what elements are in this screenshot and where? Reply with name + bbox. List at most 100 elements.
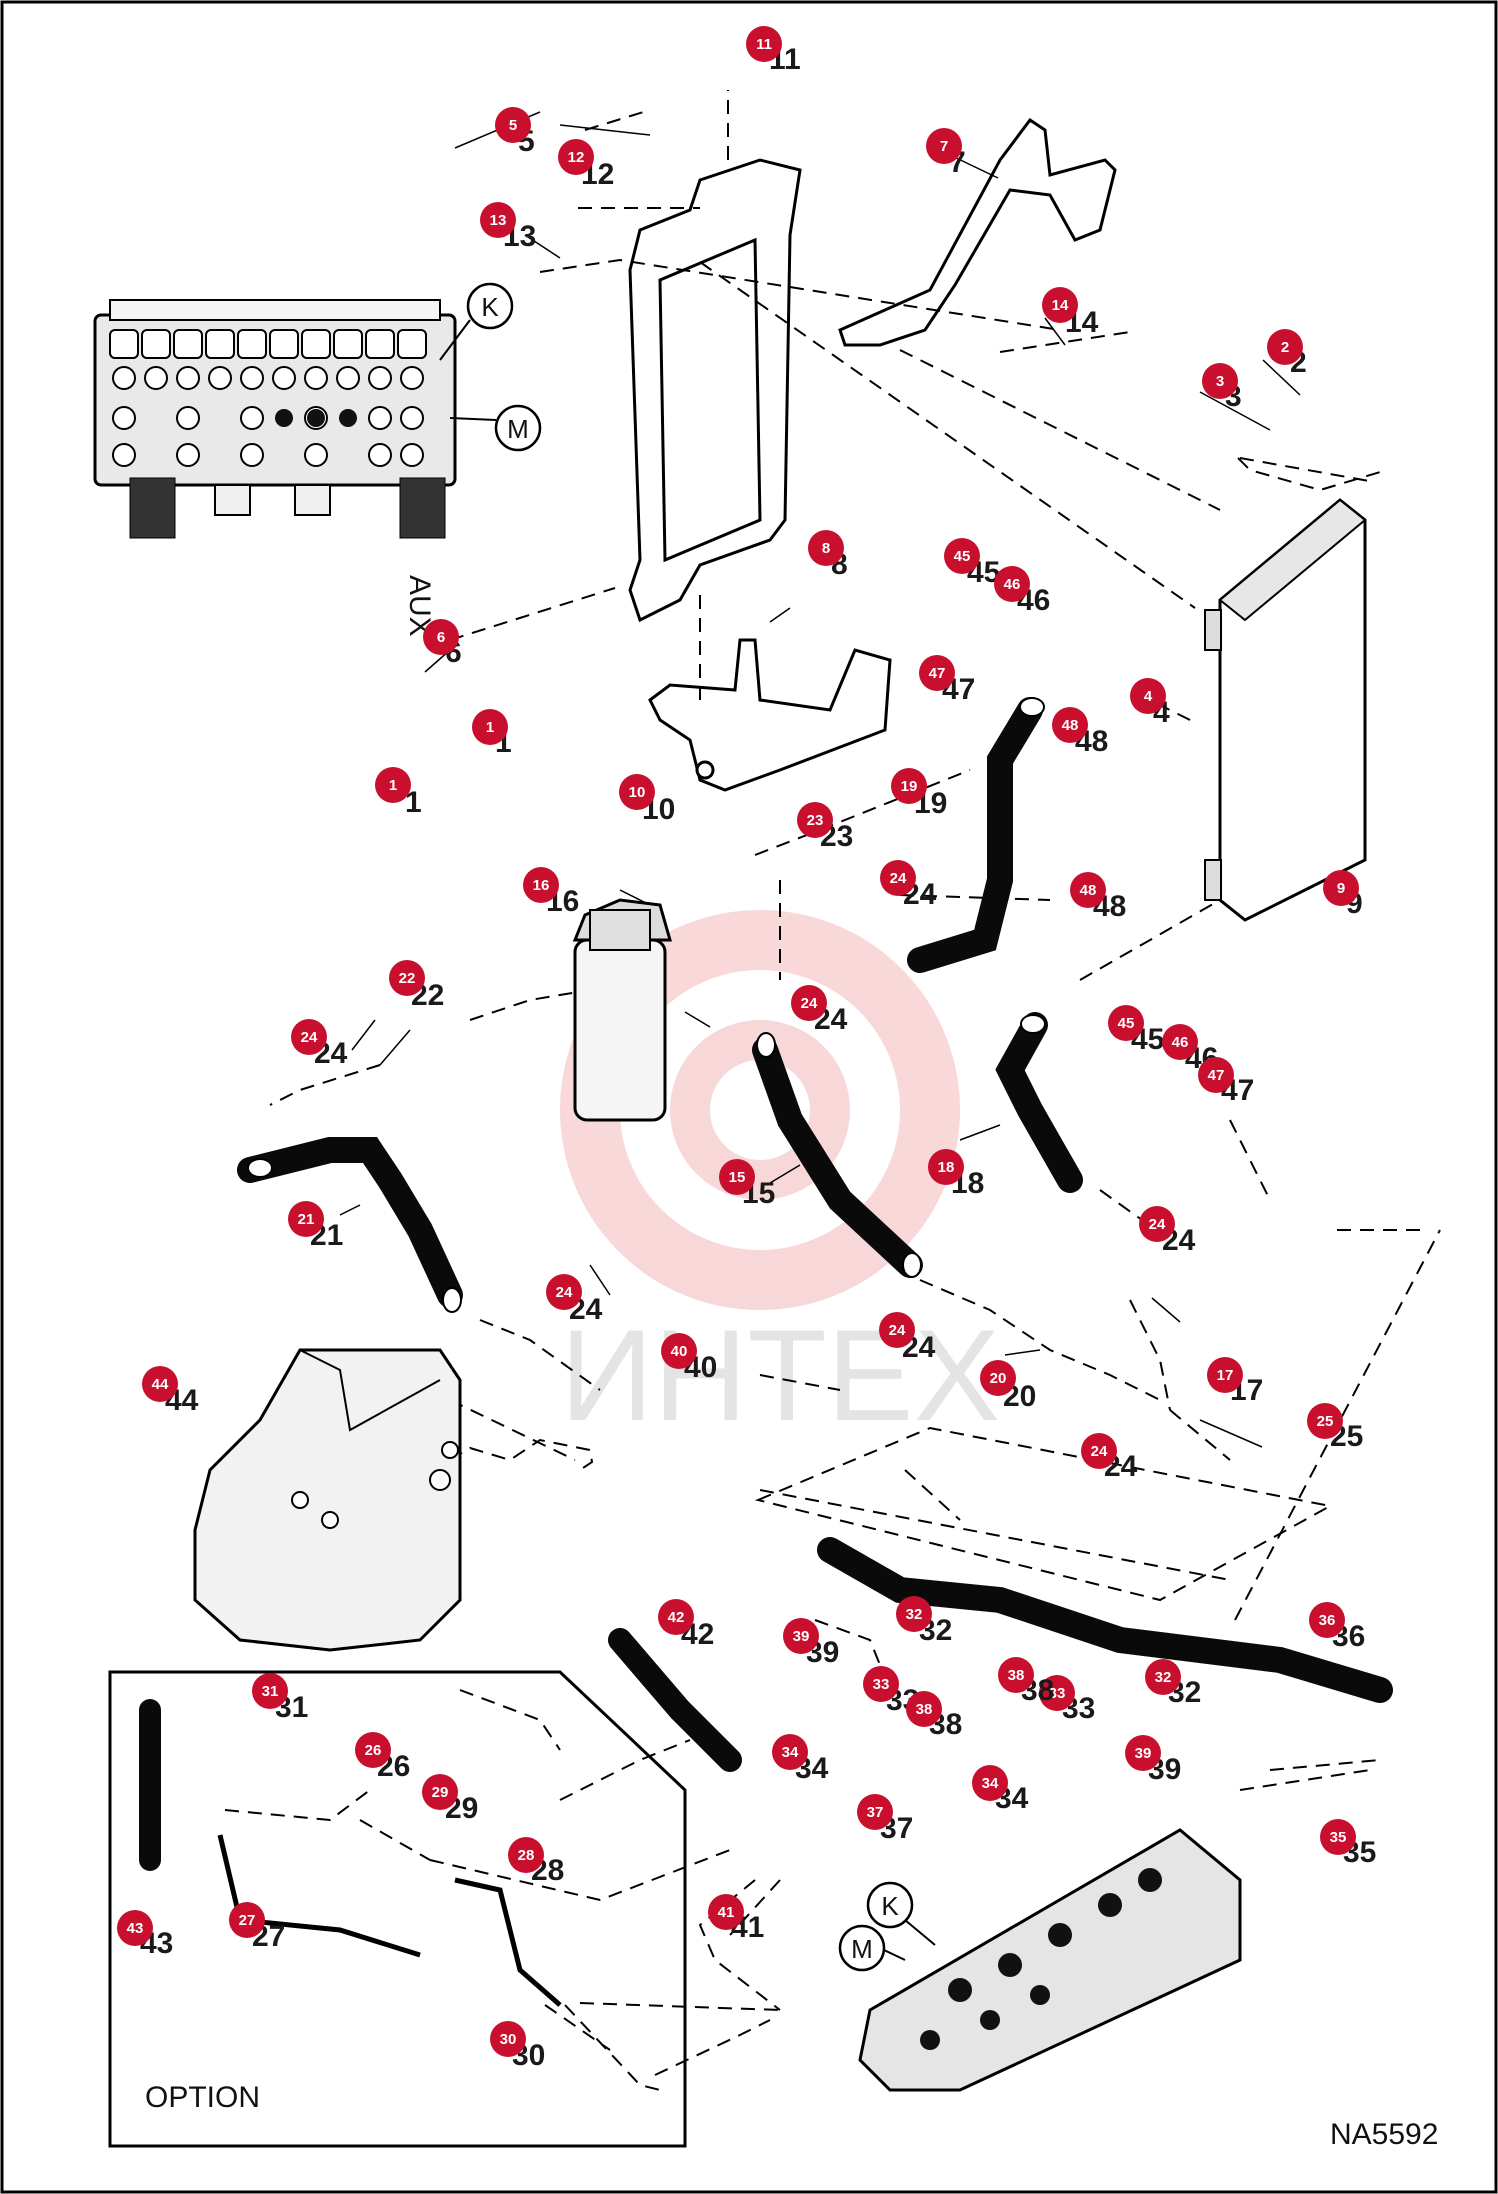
callout-badge xyxy=(708,1894,744,1930)
callout-badge xyxy=(658,1599,694,1635)
callout-badge-number: 23 xyxy=(807,812,824,829)
callout-badge xyxy=(980,1360,1016,1396)
part-number-label: 1 xyxy=(405,786,422,819)
watermark-text: ИНТЕХ xyxy=(560,1302,1000,1448)
callout-badge-number: 24 xyxy=(890,870,907,887)
callout-badge xyxy=(508,1837,544,1873)
callout-badge xyxy=(1207,1357,1243,1393)
oil-cooler-9 xyxy=(1204,498,1367,922)
port-link-k-bottom: K xyxy=(866,1881,936,1946)
callout-badge-number: 27 xyxy=(239,1912,256,1929)
callout-badge-number: 31 xyxy=(262,1683,279,1700)
callout-badge-number: 33 xyxy=(873,1676,890,1693)
callout-badge-number: 42 xyxy=(668,1609,685,1626)
callout-badge xyxy=(546,1274,582,1310)
callout-badge xyxy=(355,1732,391,1768)
callout-badge xyxy=(490,2021,526,2057)
callout-badge-number: 12 xyxy=(568,149,585,166)
callout-badge xyxy=(863,1666,899,1702)
callout-badge xyxy=(422,1774,458,1810)
callout-badge xyxy=(661,1333,697,1369)
callout-badge xyxy=(142,1366,178,1402)
watermark: ИНТЕХ xyxy=(560,910,1000,1448)
callout-badge-number: 39 xyxy=(1135,1745,1152,1762)
cover-44 xyxy=(193,1348,462,1652)
callout-badge xyxy=(229,1902,265,1938)
callout-badge xyxy=(783,1618,819,1654)
callout-badge-number: 24 xyxy=(1149,1216,1166,1233)
callout-badge-number: 22 xyxy=(399,970,416,987)
callout-badge xyxy=(1130,678,1166,714)
callout-badge-number: 18 xyxy=(938,1159,955,1176)
callout-badge xyxy=(1052,707,1088,743)
callout-badge xyxy=(1202,363,1238,399)
callout-2: 22 xyxy=(1267,329,1307,379)
callout-badge-number: 15 xyxy=(729,1169,746,1186)
callout-badge xyxy=(772,1734,808,1770)
callout-badge-number: 26 xyxy=(365,1742,382,1759)
callout-badge-number: 32 xyxy=(906,1606,923,1623)
port-link-label: K xyxy=(481,292,499,322)
callout-badge-number: 34 xyxy=(982,1775,999,1792)
callout-badge-number: 11 xyxy=(756,36,772,53)
callout-badge xyxy=(808,530,844,566)
callout-badge-number: 24 xyxy=(301,1029,318,1046)
callout-badge xyxy=(495,107,531,143)
callout-badge xyxy=(926,128,962,164)
callout-badge-number: 2 xyxy=(1281,339,1289,356)
callout-badge xyxy=(558,139,594,175)
callout-badge-number: 6 xyxy=(437,629,445,646)
callout-badge xyxy=(896,1596,932,1632)
hydraulic-valve-block-top xyxy=(93,299,457,539)
callout-badge-number: 9 xyxy=(1337,880,1345,897)
callout-badge xyxy=(1198,1057,1234,1093)
callout-badge-number: 40 xyxy=(671,1343,688,1360)
callout-badge-number: 13 xyxy=(490,212,507,229)
callout-badge-number: 4 xyxy=(1144,688,1153,705)
callout-badge-number: 30 xyxy=(500,2031,517,2048)
callout-badge-number: 41 xyxy=(718,1904,735,1921)
callout-badge xyxy=(389,960,425,996)
callout-badge xyxy=(746,26,782,62)
drawing-number: NA5592 xyxy=(1330,2118,1438,2151)
callout-badge xyxy=(719,1159,755,1195)
callout-badge xyxy=(1042,287,1078,323)
callout-badge xyxy=(944,538,980,574)
callout-badge-number: 21 xyxy=(298,1211,315,1228)
callout-badge xyxy=(891,768,927,804)
option-box: OPTION xyxy=(108,1670,687,2148)
port-link-label: K xyxy=(881,1891,899,1921)
callout-badge xyxy=(906,1691,942,1727)
callout-badge-number: 8 xyxy=(822,540,830,557)
callout-badge xyxy=(797,802,833,838)
callout-badge xyxy=(1162,1024,1198,1060)
callout-badge xyxy=(1320,1819,1356,1855)
callout-6: 66 xyxy=(423,619,462,669)
callout-badge-number: 29 xyxy=(432,1784,449,1801)
callout-badge-number: 43 xyxy=(127,1920,144,1937)
callout-badge xyxy=(1108,1005,1144,1041)
option-label: OPTION xyxy=(145,2081,260,2114)
callout-badge-number: 45 xyxy=(954,548,971,565)
